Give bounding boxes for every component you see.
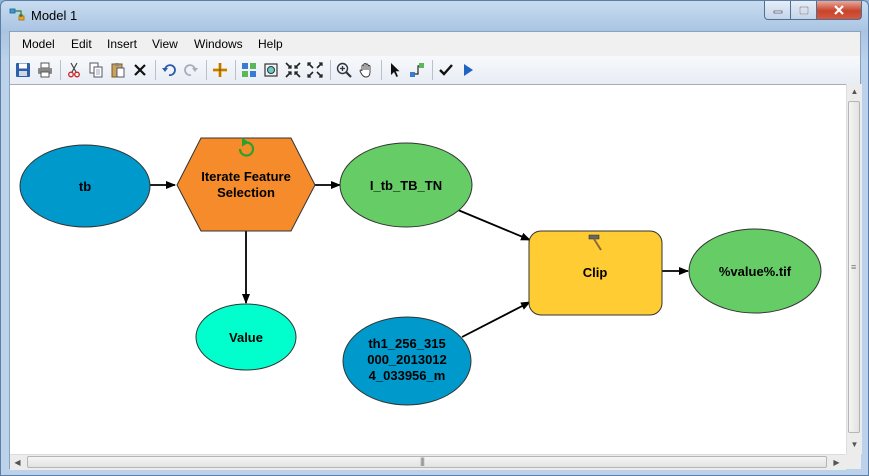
run-button[interactable] bbox=[458, 60, 478, 80]
menu-model[interactable]: Model bbox=[22, 37, 55, 51]
iterator-icon bbox=[238, 137, 255, 157]
client-area: Model Edit Insert View Windows Help bbox=[9, 31, 862, 470]
minimize-button[interactable] bbox=[764, 1, 791, 20]
paste-icon bbox=[111, 63, 125, 78]
node-iterate-label-2: Selection bbox=[217, 185, 275, 200]
delete-icon bbox=[134, 64, 146, 76]
redo-button[interactable] bbox=[181, 60, 201, 80]
fixed-zoom-out-icon bbox=[307, 62, 323, 78]
menu-edit[interactable]: Edit bbox=[71, 37, 92, 51]
save-button[interactable] bbox=[13, 60, 33, 80]
validate-button[interactable] bbox=[436, 60, 456, 80]
hammer-icon bbox=[588, 234, 602, 251]
node-itb-label: I_tb_TB_TN bbox=[370, 178, 442, 193]
minimize-icon bbox=[773, 10, 782, 14]
close-button[interactable] bbox=[817, 1, 862, 20]
scroll-left-icon[interactable]: ◀ bbox=[14, 458, 21, 467]
node-value-label: Value bbox=[229, 330, 263, 345]
maximize-icon bbox=[798, 5, 809, 15]
node-clip-label: Clip bbox=[583, 265, 608, 280]
maximize-button[interactable] bbox=[791, 1, 817, 20]
fixed-zoom-out-button[interactable] bbox=[305, 60, 325, 80]
title-bar[interactable]: Model 1 bbox=[1, 1, 868, 31]
scroll-down-icon[interactable]: ▼ bbox=[850, 440, 859, 449]
add-data-button[interactable] bbox=[210, 60, 230, 80]
connect-button[interactable] bbox=[407, 60, 427, 80]
vertical-scrollbar[interactable]: ▲ ≡ ▼ bbox=[846, 84, 862, 454]
add-data-icon bbox=[213, 63, 227, 77]
node-raster-label-1: th1_256_315 bbox=[368, 336, 445, 351]
undo-icon bbox=[162, 64, 176, 76]
menu-windows[interactable]: Windows bbox=[194, 37, 243, 51]
node-clip[interactable]: Clip bbox=[528, 230, 663, 316]
node-i-tb-tb-tn[interactable]: I_tb_TB_TN bbox=[339, 142, 473, 228]
cut-icon bbox=[68, 62, 80, 78]
select-icon bbox=[391, 63, 400, 77]
vertical-scroll-thumb[interactable]: ≡ bbox=[848, 101, 860, 433]
paste-button[interactable] bbox=[108, 60, 128, 80]
node-raster-input[interactable]: th1_256_315 000_2013012 4_033956_m bbox=[342, 316, 472, 406]
window-title: Model 1 bbox=[31, 8, 78, 23]
connector-itb-clip[interactable] bbox=[457, 209, 531, 241]
menu-view[interactable]: View bbox=[152, 37, 178, 51]
node-raster-label-2: 000_2013012 bbox=[367, 352, 447, 367]
node-tb[interactable]: tb bbox=[19, 144, 151, 228]
node-output-label: %value%.tif bbox=[719, 264, 792, 279]
node-tb-label: tb bbox=[79, 179, 91, 194]
zoom-in-icon bbox=[336, 62, 352, 78]
horizontal-scroll-thumb[interactable]: ||| bbox=[27, 456, 827, 468]
auto-layout-button[interactable] bbox=[239, 60, 259, 80]
full-extent-button[interactable] bbox=[261, 60, 281, 80]
copy-icon bbox=[89, 62, 103, 78]
undo-button[interactable] bbox=[159, 60, 179, 80]
horizontal-scrollbar[interactable]: ◀ ||| ▶ bbox=[10, 454, 846, 470]
resize-grip[interactable] bbox=[846, 454, 861, 469]
menu-bar: Model Edit Insert View Windows Help bbox=[10, 32, 860, 56]
node-iterate-label-1: Iterate Feature bbox=[201, 169, 291, 184]
menu-help[interactable]: Help bbox=[258, 37, 283, 51]
copy-button[interactable] bbox=[86, 60, 106, 80]
pan-button[interactable] bbox=[356, 60, 376, 80]
toolbar bbox=[10, 56, 860, 85]
fixed-zoom-in-button[interactable] bbox=[283, 60, 303, 80]
print-button[interactable] bbox=[35, 60, 55, 80]
select-button[interactable] bbox=[385, 60, 405, 80]
scroll-up-icon[interactable]: ▲ bbox=[850, 87, 859, 96]
grip-icon: ||| bbox=[420, 456, 425, 466]
redo-icon bbox=[184, 64, 198, 76]
auto-layout-icon bbox=[242, 63, 256, 77]
node-output[interactable]: %value%.tif bbox=[688, 228, 822, 314]
print-icon bbox=[38, 62, 52, 78]
zoom-in-button[interactable] bbox=[334, 60, 354, 80]
save-icon bbox=[16, 63, 30, 77]
model-builder-icon bbox=[9, 8, 25, 21]
fixed-zoom-in-icon bbox=[285, 62, 301, 78]
connector-raster-clip[interactable] bbox=[461, 301, 531, 338]
node-value[interactable]: Value bbox=[195, 303, 297, 371]
model-diagram: tb Iterate Feature Selection I_tb_TB_TN bbox=[19, 137, 822, 406]
scroll-right-icon[interactable]: ▶ bbox=[833, 458, 840, 467]
validate-icon bbox=[439, 64, 453, 76]
cut-button[interactable] bbox=[64, 60, 84, 80]
node-iterate-feature-selection[interactable]: Iterate Feature Selection bbox=[176, 137, 316, 232]
close-icon bbox=[834, 5, 844, 15]
model-canvas[interactable]: tb Iterate Feature Selection I_tb_TB_TN bbox=[10, 84, 846, 455]
grip-icon: ≡ bbox=[851, 262, 856, 272]
pan-icon bbox=[359, 63, 371, 78]
full-extent-icon bbox=[264, 63, 278, 77]
connect-icon bbox=[410, 63, 424, 77]
node-raster-label-3: 4_033956_m bbox=[369, 368, 446, 383]
run-icon bbox=[464, 64, 473, 76]
menu-insert[interactable]: Insert bbox=[107, 37, 138, 51]
delete-button[interactable] bbox=[130, 60, 150, 80]
